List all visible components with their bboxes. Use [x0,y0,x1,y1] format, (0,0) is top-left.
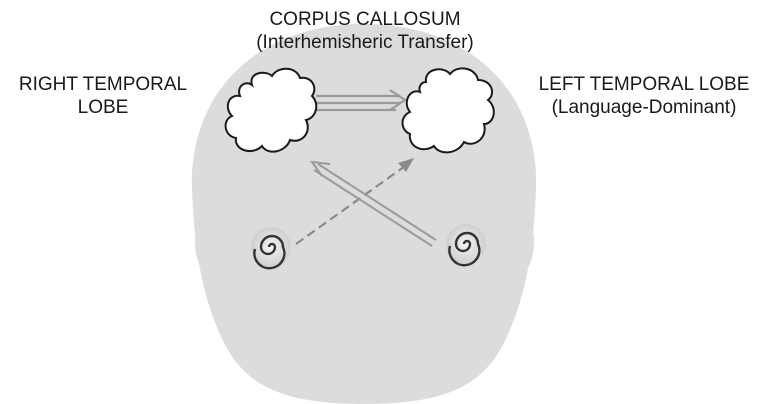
right-temporal-lobe-line2: LOBE [0,96,206,119]
left-temporal-lobe-line2: (Language-Dominant) [520,96,762,119]
left-temporal-lobe-label: LEFT TEMPORAL LOBE (Language-Dominant) [520,73,762,119]
corpus-callosum-subtitle: (Interhemisheric Transfer) [220,31,510,54]
corpus-callosum-label: CORPUS CALLOSUM (Interhemisheric Transfe… [220,8,510,54]
right-temporal-lobe-line1: RIGHT TEMPORAL [0,73,206,96]
left-temporal-lobe-line1: LEFT TEMPORAL LOBE [520,73,762,96]
right-temporal-lobe-label: RIGHT TEMPORAL LOBE [0,73,206,119]
corpus-callosum-title: CORPUS CALLOSUM [220,8,510,31]
